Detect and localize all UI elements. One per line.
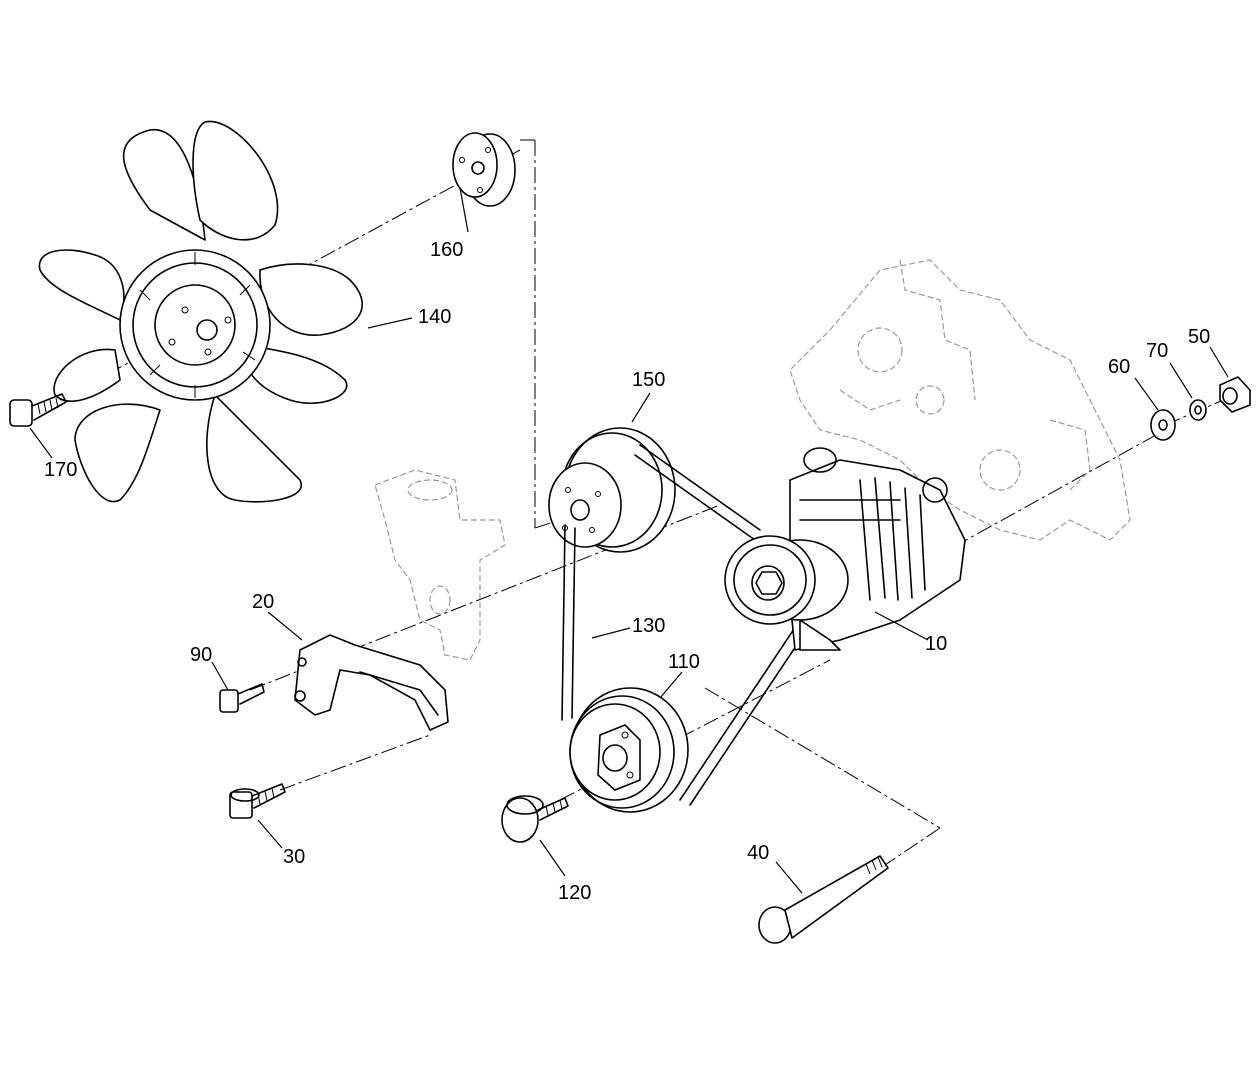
- nut[interactable]: [1219, 376, 1251, 413]
- callout-160: 160: [430, 239, 463, 261]
- callout-120: 120: [558, 882, 591, 904]
- callout-150: 150: [632, 369, 665, 391]
- callout-90: 90: [190, 644, 212, 666]
- callout-10: 10: [925, 633, 947, 655]
- lock-washer[interactable]: [1189, 399, 1207, 421]
- callout-40: 40: [747, 842, 769, 864]
- fan-bolt[interactable]: [9, 393, 67, 427]
- washer[interactable]: [1150, 409, 1176, 441]
- crank-pulley-bolt[interactable]: [501, 795, 569, 843]
- engine-block-phantom: [789, 259, 1131, 541]
- callout-110: 110: [668, 651, 700, 673]
- water-pump-pulley[interactable]: [548, 427, 676, 553]
- pivot-bolt[interactable]: [758, 855, 889, 944]
- crankshaft-pulley[interactable]: [569, 687, 689, 813]
- leader-lines: [29, 187, 1229, 894]
- cooling-fan[interactable]: [38, 120, 363, 503]
- callout-20: 20: [252, 591, 274, 613]
- callout-50: 50: [1188, 326, 1210, 348]
- bracket-bolt[interactable]: [219, 683, 265, 713]
- water-outlet-phantom: [374, 469, 506, 661]
- callout-70: 70: [1146, 340, 1168, 362]
- callout-130: 130: [632, 615, 665, 637]
- callout-30: 30: [283, 846, 305, 868]
- callout-170: 170: [44, 459, 77, 481]
- callout-140: 140: [418, 306, 451, 328]
- v-belt[interactable]: [561, 444, 811, 806]
- callout-labels: 10 20 30 40 50 60 70 90 110 120 130 140 …: [44, 239, 1210, 904]
- callout-60: 60: [1108, 356, 1130, 378]
- alternator[interactable]: [724, 447, 966, 651]
- adjusting-bracket[interactable]: [294, 634, 449, 731]
- adjusting-bolt[interactable]: [229, 783, 286, 819]
- fan-spacer[interactable]: [452, 132, 516, 207]
